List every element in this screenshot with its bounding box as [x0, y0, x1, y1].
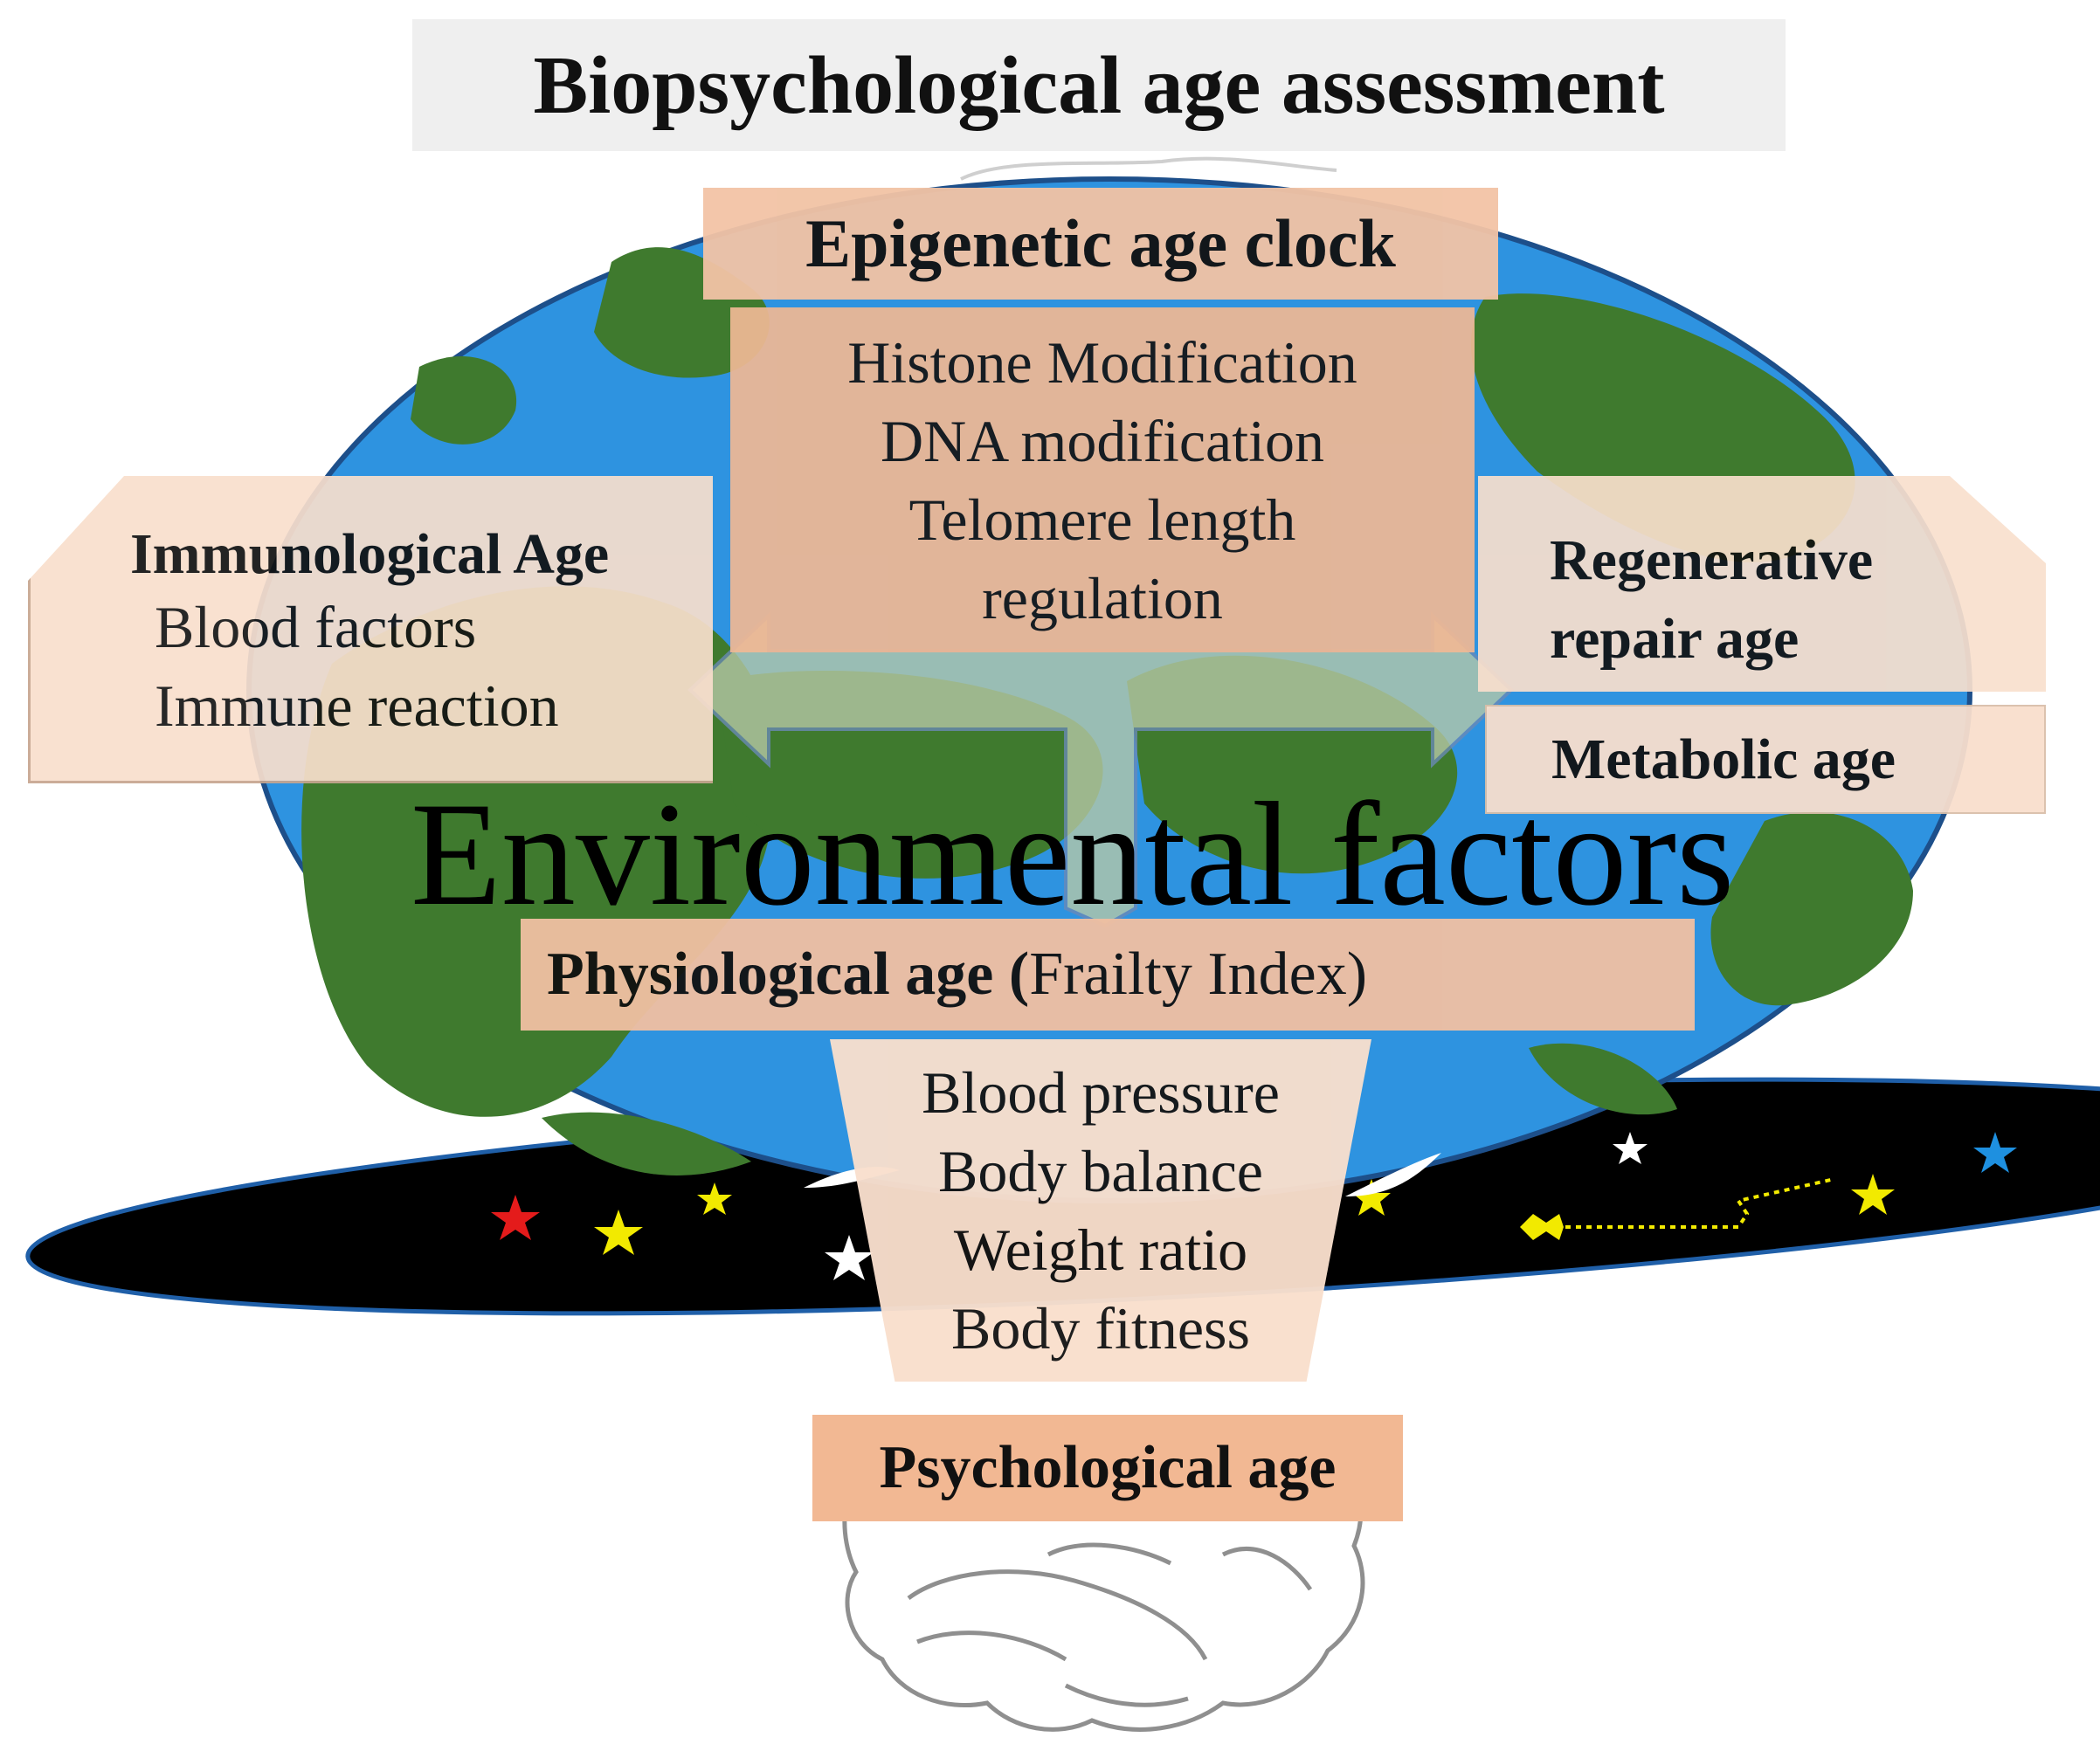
psychological-box: Psychological age [812, 1415, 1403, 1521]
immunological-box: Immunological Age Blood factors Immune r… [28, 476, 713, 783]
title-box: Biopsychological age assessment [412, 19, 1786, 151]
regenerative-heading-line2: repair age [1550, 607, 1800, 671]
epigenetic-item: DNA modification [880, 407, 1325, 474]
physiological-item: Body fitness [951, 1295, 1250, 1362]
brain-outline [842, 1431, 1365, 1732]
physiological-item: Weight ratio [953, 1217, 1248, 1283]
metabolic-box: Metabolic age [1485, 705, 2046, 814]
stars [491, 1132, 2017, 1280]
cloud-wisps [960, 156, 1337, 181]
physiological-heading-bold: Physiological age ( [547, 941, 1030, 1008]
physiological-item: Blood pressure [922, 1059, 1280, 1126]
immunological-item: Immune reaction [155, 672, 559, 739]
physiological-item: Body balance [938, 1138, 1263, 1204]
environmental-factors-label: Environmental factors [411, 772, 1735, 936]
metabolic-heading: Metabolic age [1551, 727, 1896, 791]
physiological-items-box: Blood pressure Body balance Weight ratio… [830, 1039, 1371, 1382]
immunological-item: Blood factors [155, 594, 477, 660]
epigenetic-item: Histone Modification [847, 328, 1357, 396]
epigenetic-item: regulation [982, 564, 1223, 631]
epigenetic-item: Telomere length [908, 486, 1296, 553]
diagram-title: Biopsychological age assessment [533, 39, 1665, 131]
comet [1520, 1177, 1835, 1240]
physiological-heading-normal: Frailty Index) [1029, 941, 1368, 1008]
immunological-heading: Immunological Age [130, 522, 610, 586]
epigenetic-heading: Epigenetic age clock [805, 205, 1396, 281]
regenerative-heading-line1: Regenerative [1550, 528, 1874, 592]
epigenetic-items-box: Histone Modification DNA modification Te… [730, 307, 1475, 652]
regenerative-box: Regenerative repair age [1478, 476, 2046, 692]
physiological-heading-box: Physiological age (Frailty Index) [521, 919, 1695, 1031]
psychological-heading: Psychological age [879, 1434, 1337, 1501]
epigenetic-heading-box: Epigenetic age clock [703, 188, 1498, 300]
